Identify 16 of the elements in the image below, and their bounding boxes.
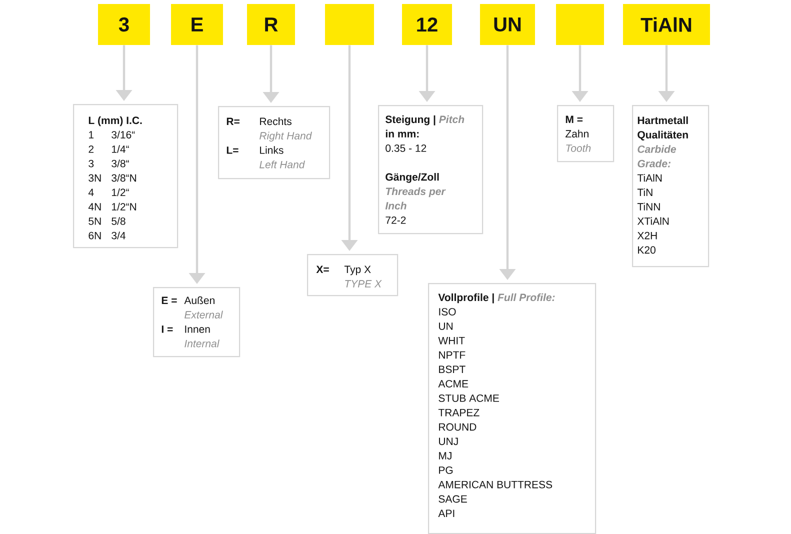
info-box: Steigung | Pitch in mm: 0.35 - 12 Gänge/Zoll Threads per Inch 72-2 bbox=[378, 105, 484, 234]
code-box: TiAlN bbox=[623, 4, 710, 45]
code-box: UN bbox=[480, 4, 535, 45]
code-box: 3 bbox=[98, 4, 150, 45]
info-box: R= Rechts Right Hand L= Links Left Hand bbox=[218, 106, 330, 180]
code-box bbox=[325, 4, 374, 45]
code-box: E bbox=[171, 4, 223, 45]
info-box: E = Außen External I = Innen Internal bbox=[153, 287, 240, 358]
info-box: L (mm) I.C. 1 3/16“ 2 1/4“ 3 3/8“ 3N 3/8“N 4 1/2“ 4N 1/2“N 5N 5/8 6N 3/4 bbox=[73, 104, 178, 248]
info-box: Hartmetall Qualitäten Carbide Grade: TiAlN TiN TiNN XTiAlN X2H K20 bbox=[632, 105, 710, 268]
code-box bbox=[556, 4, 604, 45]
info-box: M = Zahn Tooth bbox=[557, 105, 614, 162]
info-box: X= Typ X TYPE X bbox=[307, 254, 398, 296]
code-box: 12 bbox=[402, 4, 452, 45]
code-box: R bbox=[247, 4, 295, 45]
info-box: Vollprofile | Full Profile: ISO UN WHIT NPTF BSPT ACME STUB ACME TRAPEZ ROUND UNJ MJ PG AMERICAN BUTTRESS SAGE API bbox=[428, 283, 596, 534]
